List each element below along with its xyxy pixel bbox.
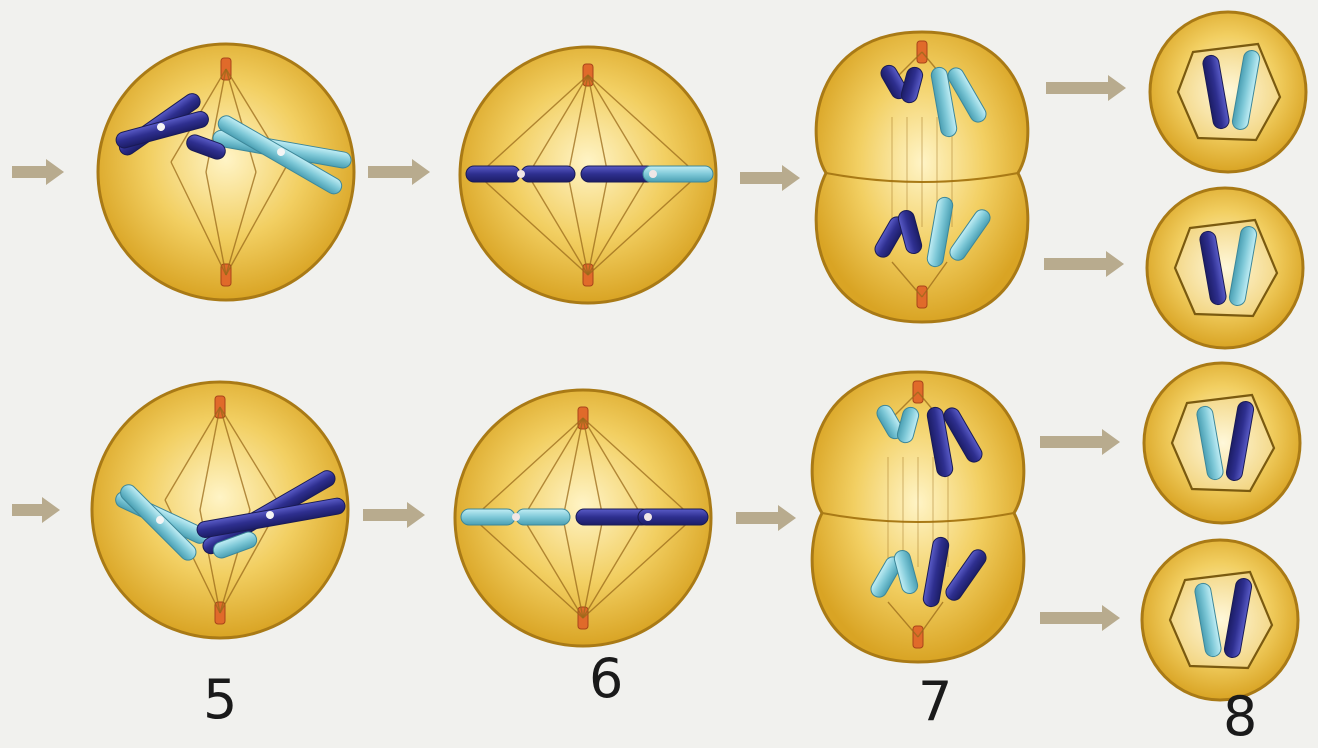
right-arrow-icon bbox=[1040, 429, 1120, 455]
right-arrow-icon bbox=[1046, 75, 1126, 101]
cell-stage6-top bbox=[460, 47, 716, 303]
cell-stage7-bottom bbox=[812, 372, 1024, 662]
right-arrow-icon bbox=[736, 505, 796, 531]
stage-label-5: 5 bbox=[203, 673, 237, 727]
right-arrow-icon bbox=[363, 502, 425, 528]
stage-label-6: 6 bbox=[589, 652, 623, 706]
cell-stage6-bottom bbox=[455, 390, 711, 646]
centromere bbox=[649, 170, 657, 178]
nuclear-envelope bbox=[1170, 572, 1272, 668]
right-arrow-icon bbox=[12, 159, 64, 185]
nuclear-envelope bbox=[1172, 395, 1274, 491]
right-arrow-icon bbox=[740, 165, 800, 191]
right-arrow-icon bbox=[368, 159, 430, 185]
centromere bbox=[644, 513, 652, 521]
stage-label-7: 7 bbox=[918, 675, 952, 729]
right-arrow-icon bbox=[1040, 605, 1120, 631]
cell-stage5-bottom bbox=[92, 382, 349, 638]
right-arrow-icon bbox=[12, 497, 60, 523]
nuclear-envelope bbox=[1175, 220, 1277, 316]
chromatid bbox=[516, 509, 570, 525]
centromere bbox=[517, 170, 525, 178]
cell-stage8-1 bbox=[1150, 12, 1306, 172]
cell-stage7-top bbox=[816, 32, 1028, 322]
stage-label-8: 8 bbox=[1223, 690, 1257, 744]
chromatid bbox=[466, 166, 520, 182]
chromatid bbox=[521, 166, 575, 182]
cell-stage8-4 bbox=[1142, 540, 1298, 700]
centromere bbox=[512, 513, 520, 521]
chromatid bbox=[461, 509, 515, 525]
cell-stage8-2 bbox=[1147, 188, 1303, 348]
right-arrow-icon bbox=[1044, 251, 1124, 277]
cell-stage5-top bbox=[98, 44, 355, 300]
cell-stage8-3 bbox=[1144, 363, 1300, 523]
nuclear-envelope bbox=[1178, 44, 1280, 140]
